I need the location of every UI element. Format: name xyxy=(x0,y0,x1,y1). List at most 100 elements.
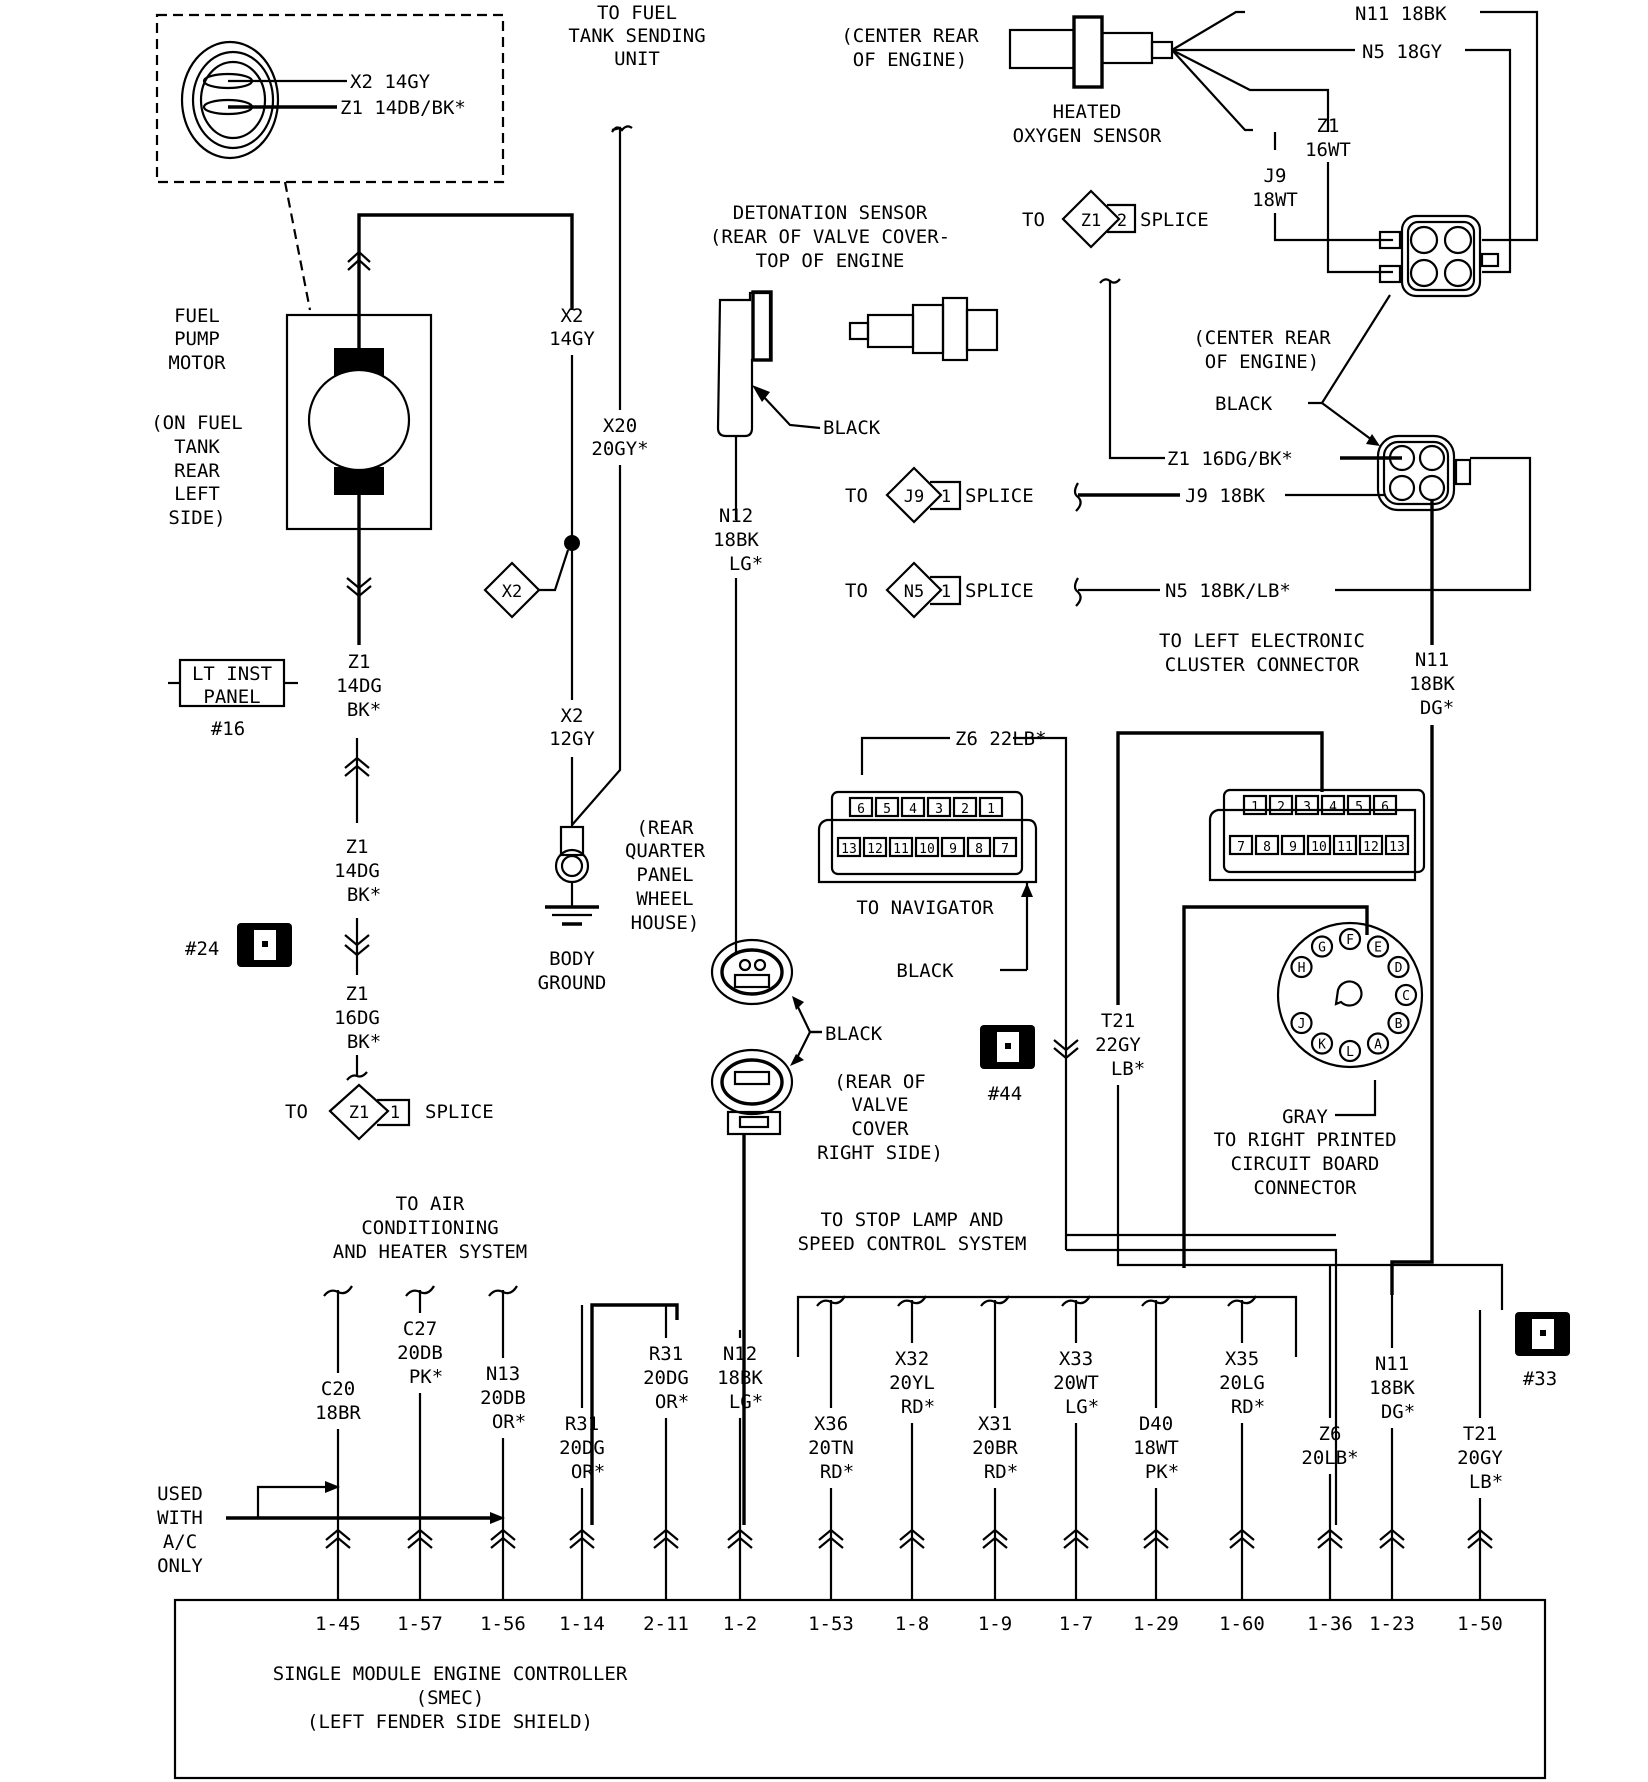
round-connector-pin: F xyxy=(1338,927,1362,951)
svg-text:C: C xyxy=(1402,989,1410,1004)
svg-text:E: E xyxy=(1374,941,1382,956)
svg-text:14GY: 14GY xyxy=(549,328,595,350)
wire-label: C20 xyxy=(321,1378,355,1400)
connector-symbol xyxy=(1143,1528,1169,1541)
svg-text:X2: X2 xyxy=(502,582,522,602)
wire-label: X33 xyxy=(1059,1348,1093,1370)
wire-label: N12 xyxy=(723,1343,757,1365)
svg-text:DETONATION SENSOR: DETONATION SENSOR xyxy=(733,202,928,224)
round-connector-pin: A xyxy=(1366,1032,1390,1055)
svg-text:TO: TO xyxy=(1022,209,1045,231)
svg-text:TO FUEL: TO FUEL xyxy=(597,2,677,24)
round-connector-pin: K xyxy=(1310,1032,1334,1055)
wire-label: 20BR xyxy=(972,1437,1018,1459)
svg-text:GROUND: GROUND xyxy=(538,972,607,994)
svg-text:UNIT: UNIT xyxy=(614,48,660,70)
wire-label: R31 xyxy=(565,1413,599,1435)
motor-brush-bottom xyxy=(334,467,384,495)
svg-text:1: 1 xyxy=(390,1103,400,1123)
svg-text:11: 11 xyxy=(1337,840,1353,855)
wire-label: 18BK xyxy=(717,1367,763,1389)
navigator-pin: 2 xyxy=(952,796,978,818)
fuel-tank-connector: X2 14GY Z1 14DB/BK* xyxy=(155,13,505,311)
sensor-thread-icon xyxy=(965,308,999,352)
svg-text:N12: N12 xyxy=(719,505,753,527)
svg-text:CONDITIONING: CONDITIONING xyxy=(361,1217,498,1239)
wire-break-symbol xyxy=(1141,1295,1171,1307)
svg-text:USED: USED xyxy=(157,1483,203,1505)
wire-label: PK* xyxy=(1145,1461,1179,1483)
svg-text:AND HEATER SYSTEM: AND HEATER SYSTEM xyxy=(333,1241,527,1263)
round-connector-pin: G xyxy=(1310,935,1334,958)
sensor-thread-icon xyxy=(1008,28,1076,70)
svg-text:N11: N11 xyxy=(1415,649,1449,671)
svg-text:LB*: LB* xyxy=(1111,1058,1145,1080)
smec-pin-label: 1-60 xyxy=(1219,1613,1265,1635)
svg-text:5: 5 xyxy=(883,802,891,817)
svg-text:TANK SENDING: TANK SENDING xyxy=(568,25,705,47)
svg-text:J: J xyxy=(1298,1017,1306,1032)
svg-text:12: 12 xyxy=(1363,840,1379,855)
connector-symbol xyxy=(325,1528,351,1541)
smec-pin-label: 1-56 xyxy=(480,1613,526,1635)
svg-text:SINGLE MODULE ENGINE CONTROLLE: SINGLE MODULE ENGINE CONTROLLER xyxy=(273,1663,628,1685)
svg-text:22GY: 22GY xyxy=(1095,1034,1141,1056)
svg-text:3: 3 xyxy=(935,802,943,817)
svg-text:8: 8 xyxy=(975,842,983,857)
svg-text:10: 10 xyxy=(919,842,935,857)
wire-label: 20WT xyxy=(1053,1372,1099,1394)
wire-label: DG* xyxy=(1381,1401,1415,1423)
svg-text:TANK: TANK xyxy=(174,436,220,458)
wire-label: 20TN xyxy=(808,1437,854,1459)
ref-33-connector-icon: #33 xyxy=(1515,1312,1570,1390)
svg-text:LEFT: LEFT xyxy=(174,483,220,505)
o2-sensor-connector-4pin xyxy=(1378,214,1500,298)
smec-pin-label: 1-36 xyxy=(1307,1613,1353,1635)
connector-symbol xyxy=(1063,1528,1089,1541)
svg-text:3: 3 xyxy=(1303,800,1311,815)
svg-text:6: 6 xyxy=(1381,800,1389,815)
svg-text:BK*: BK* xyxy=(347,1031,381,1053)
svg-text:12: 12 xyxy=(867,842,883,857)
detonation-sensor: DETONATION SENSOR (REAR OF VALVE COVER- … xyxy=(710,202,999,520)
svg-text:J9: J9 xyxy=(904,487,924,507)
svg-text:(REAR OF: (REAR OF xyxy=(834,1071,926,1093)
cluster-pin: 2 xyxy=(1268,794,1294,816)
svg-text:TO LEFT ELECTRONIC: TO LEFT ELECTRONIC xyxy=(1159,630,1365,652)
connector-symbol xyxy=(1379,1528,1405,1541)
svg-text:ONLY: ONLY xyxy=(157,1555,203,1577)
wire-break-symbol xyxy=(816,1295,846,1307)
navigator-pin: 9 xyxy=(940,836,966,858)
smec-pin-label: 2-11 xyxy=(643,1613,689,1635)
body-ground: BODY GROUND xyxy=(538,825,607,994)
svg-text:Z1: Z1 xyxy=(346,983,369,1005)
smec-pin-label: 1-45 xyxy=(315,1613,361,1635)
detonation-sensor-pigtail-connector xyxy=(710,1048,794,1136)
wire-label: 18BK xyxy=(1369,1377,1415,1399)
svg-text:WHEEL: WHEEL xyxy=(636,888,693,910)
svg-text:6: 6 xyxy=(857,802,865,817)
smec-pin-label: 1-9 xyxy=(978,1613,1012,1635)
wire-break-symbol xyxy=(488,1285,518,1297)
svg-text:SPLICE: SPLICE xyxy=(965,580,1034,602)
svg-text:2: 2 xyxy=(961,802,969,817)
svg-text:BLACK: BLACK xyxy=(823,417,881,439)
connector-symbol xyxy=(653,1528,679,1541)
svg-text:WITH: WITH xyxy=(157,1507,203,1529)
navigator-pin: 11 xyxy=(888,836,914,858)
connector-symbol xyxy=(1467,1528,1493,1541)
svg-text:LT INST: LT INST xyxy=(192,663,272,685)
svg-text:FUEL: FUEL xyxy=(174,305,220,327)
round-connector-pin: C xyxy=(1394,983,1418,1007)
round-connector-pin: L xyxy=(1338,1039,1362,1063)
svg-text:18BK: 18BK xyxy=(713,529,759,551)
wire-label: N11 xyxy=(1375,1353,1409,1375)
svg-text:1: 1 xyxy=(941,582,951,602)
smec-pin-label: 1-7 xyxy=(1059,1613,1093,1635)
svg-text:Z1 16DG/BK*: Z1 16DG/BK* xyxy=(1167,448,1293,470)
